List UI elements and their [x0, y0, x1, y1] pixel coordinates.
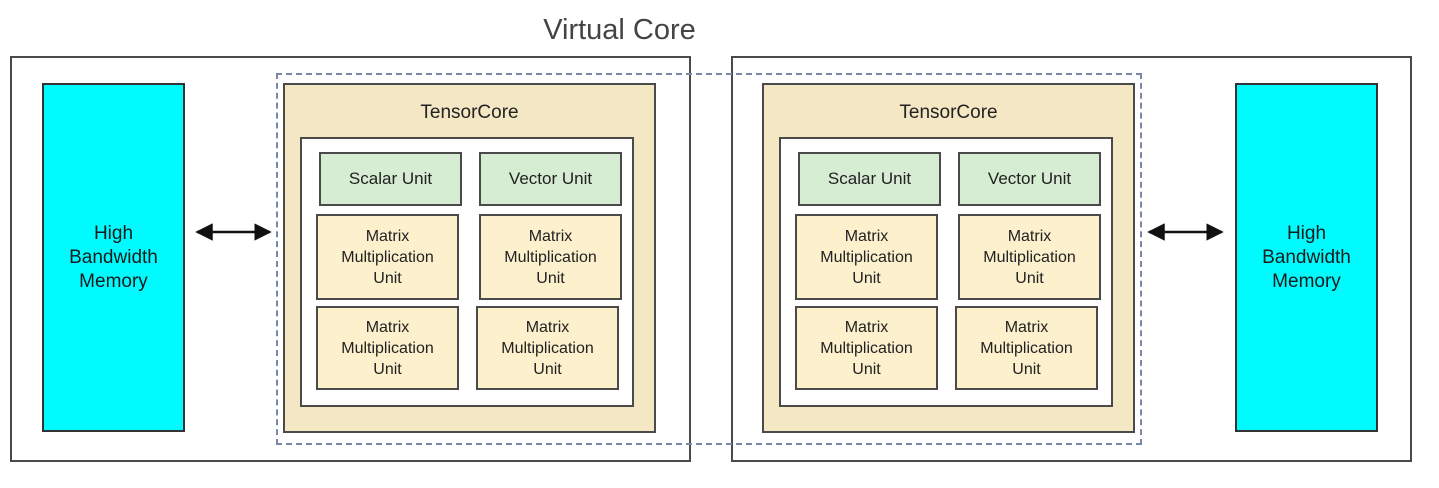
tensorcore-label: TensorCore [420, 102, 519, 123]
matrix-multiplication-unit-right-2: Matrix Multiplication Unit [958, 214, 1101, 300]
virtual-core-boundary [276, 73, 1142, 445]
matrix-multiplication-unit-left-1: Matrix Multiplication Unit [316, 214, 459, 300]
matrix-multiplication-unit-left-3: Matrix Multiplication Unit [316, 306, 459, 390]
tensorcore-label: TensorCore [899, 102, 998, 123]
vector-unit-left: Vector Unit [479, 152, 622, 206]
matrix-multiplication-unit-right-1: Matrix Multiplication Unit [795, 214, 938, 300]
high-bandwidth-memory-left: High Bandwidth Memory [42, 83, 185, 432]
scalar-unit-left: Scalar Unit [319, 152, 462, 206]
matrix-multiplication-unit-right-3: Matrix Multiplication Unit [795, 306, 938, 390]
matrix-multiplication-unit-left-4: Matrix Multiplication Unit [476, 306, 619, 390]
scalar-unit-right: Scalar Unit [798, 152, 941, 206]
high-bandwidth-memory-right: High Bandwidth Memory [1235, 83, 1378, 432]
virtual-core-title: Virtual Core [543, 14, 696, 46]
matrix-multiplication-unit-right-4: Matrix Multiplication Unit [955, 306, 1098, 390]
vector-unit-right: Vector Unit [958, 152, 1101, 206]
matrix-multiplication-unit-left-2: Matrix Multiplication Unit [479, 214, 622, 300]
